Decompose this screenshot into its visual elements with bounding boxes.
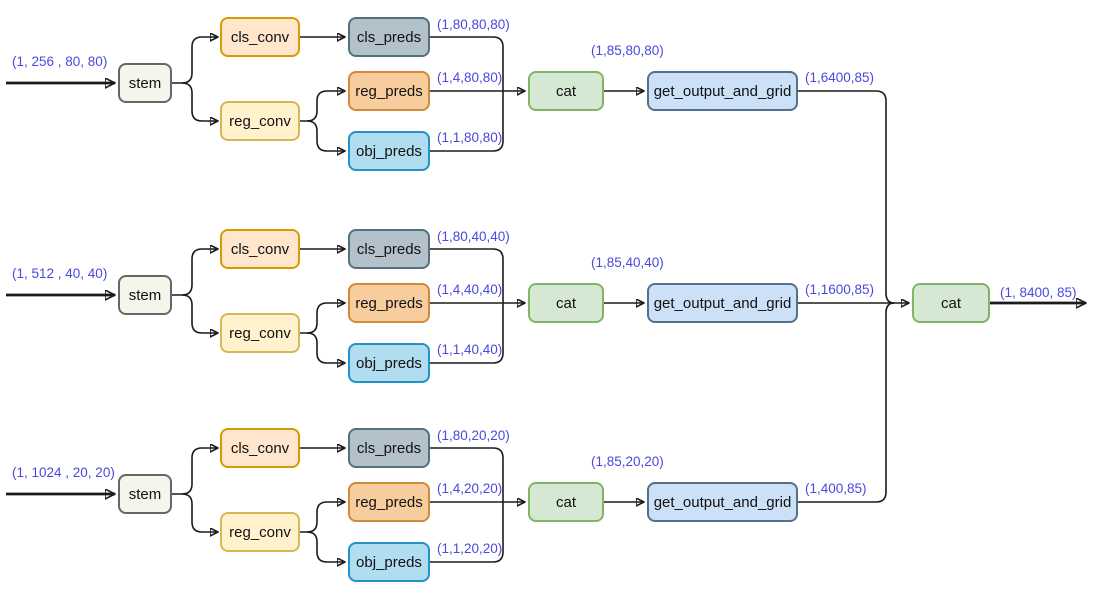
- branch-p5-20x20: (1, 1024 , 20, 20) stem cls_conv reg_con…: [0, 421, 1100, 593]
- obj-preds-shape-label: (1,1,20,20): [437, 541, 503, 556]
- reg-conv-to-obj-preds-line: [306, 332, 345, 363]
- reg-preds-node: reg_preds: [348, 283, 430, 323]
- get-output-and-grid-node: get_output_and_grid: [647, 283, 798, 323]
- cls-preds-merge-line: [430, 447, 504, 502]
- cls-preds-node: cls_preds: [348, 229, 430, 269]
- cat-shape-label: (1,85,20,20): [591, 454, 664, 469]
- cls-preds-merge-line: [430, 248, 504, 303]
- stem-to-reg-conv-line: [181, 493, 218, 532]
- cls-preds-shape-label: (1,80,80,80): [437, 17, 510, 32]
- cls-preds-merge-line: [430, 36, 504, 91]
- cls-preds-shape-label: (1,80,40,40): [437, 229, 510, 244]
- reg-conv-node: reg_conv: [220, 313, 300, 353]
- cat-shape-label: (1,85,40,40): [591, 255, 664, 270]
- reg-preds-shape-label: (1,4,80,80): [437, 70, 503, 85]
- grid-shape-label: (1,6400,85): [805, 70, 875, 85]
- obj-preds-node: obj_preds: [348, 343, 430, 383]
- input-shape-label: (1, 1024 , 20, 20): [12, 465, 115, 480]
- branch-20-lines: [6, 448, 644, 562]
- reg-conv-to-reg-preds-line: [300, 91, 345, 122]
- cls-conv-node: cls_conv: [220, 17, 300, 57]
- cat-node: cat: [528, 283, 604, 323]
- cat-shape-label: (1,85,80,80): [591, 43, 664, 58]
- obj-preds-node: obj_preds: [348, 542, 430, 582]
- obj-preds-merge-line: [430, 303, 504, 364]
- cls-conv-node: cls_conv: [220, 229, 300, 269]
- stem-to-cls-conv-line: [172, 37, 218, 84]
- branch-80-lines: [6, 37, 644, 151]
- input-shape-label: (1, 256 , 80, 80): [12, 54, 108, 69]
- branch-p4-40x40: (1, 512 , 40, 40) stem cls_conv reg_conv…: [0, 222, 1100, 394]
- obj-preds-node: obj_preds: [348, 131, 430, 171]
- reg-preds-shape-label: (1,4,40,40): [437, 282, 503, 297]
- reg-conv-to-obj-preds-line: [306, 531, 345, 562]
- get-output-and-grid-node: get_output_and_grid: [647, 71, 798, 111]
- stem-to-cls-conv-line: [172, 448, 218, 495]
- final-output-shape-label: (1, 8400, 85): [1000, 285, 1077, 300]
- reg-preds-shape-label: (1,4,20,20): [437, 481, 503, 496]
- stem-to-reg-conv-line: [181, 294, 218, 333]
- grid-shape-label: (1,1600,85): [805, 282, 875, 297]
- obj-preds-shape-label: (1,1,80,80): [437, 130, 503, 145]
- reg-conv-to-reg-preds-line: [300, 502, 345, 533]
- cat-node: cat: [528, 482, 604, 522]
- reg-conv-to-obj-preds-line: [306, 120, 345, 151]
- stem-node: stem: [118, 63, 172, 103]
- cls-preds-node: cls_preds: [348, 428, 430, 468]
- reg-conv-node: reg_conv: [220, 101, 300, 141]
- get-output-and-grid-node: get_output_and_grid: [647, 482, 798, 522]
- grid80-to-final-cat-line: [798, 90, 895, 304]
- obj-preds-shape-label: (1,1,40,40): [437, 342, 503, 357]
- stem-node: stem: [118, 474, 172, 514]
- branch-p3-80x80: (1, 256 , 80, 80) stem cls_conv reg_conv…: [0, 10, 1100, 182]
- reg-preds-node: reg_preds: [348, 482, 430, 522]
- reg-preds-node: reg_preds: [348, 71, 430, 111]
- input-shape-label: (1, 512 , 40, 40): [12, 266, 108, 281]
- cat-node: cat: [528, 71, 604, 111]
- obj-preds-merge-line: [430, 91, 504, 152]
- grid20-to-final-cat-line: [798, 302, 895, 503]
- cls-conv-node: cls_conv: [220, 428, 300, 468]
- branch-40-lines: [6, 249, 644, 363]
- final-cat-node: cat: [912, 283, 990, 323]
- stem-to-reg-conv-line: [181, 82, 218, 121]
- grid-shape-label: (1,400,85): [805, 481, 867, 496]
- cls-preds-shape-label: (1,80,20,20): [437, 428, 510, 443]
- stem-node: stem: [118, 275, 172, 315]
- reg-conv-to-reg-preds-line: [300, 303, 345, 334]
- stem-to-cls-conv-line: [172, 249, 218, 296]
- reg-conv-node: reg_conv: [220, 512, 300, 552]
- obj-preds-merge-line: [430, 502, 504, 563]
- cls-preds-node: cls_preds: [348, 17, 430, 57]
